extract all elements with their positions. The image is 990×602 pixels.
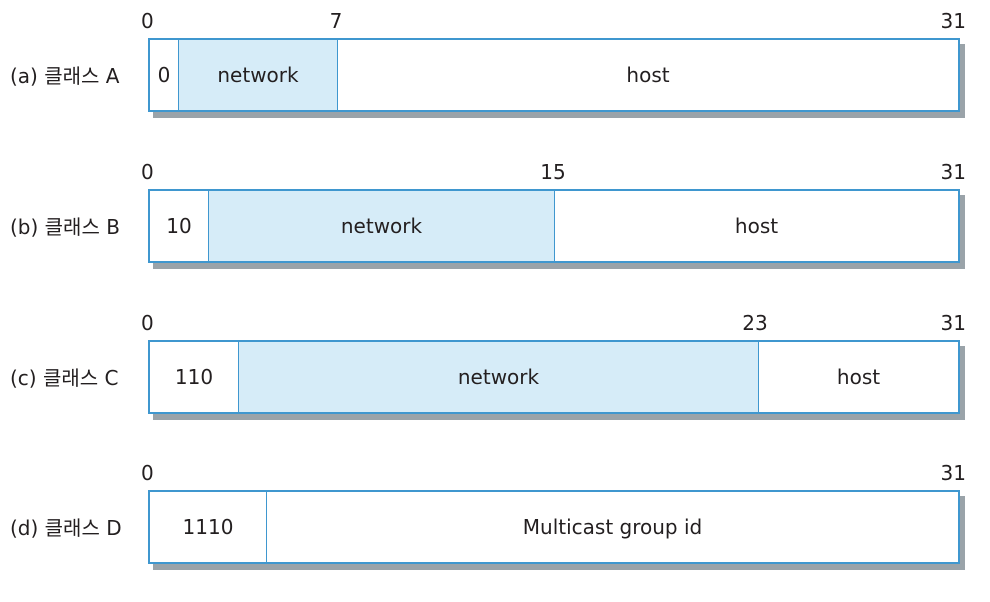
class-d-prefix-field: 1110 (182, 515, 234, 539)
class-b-network-field: network (208, 191, 554, 261)
bit-label-start: 0 (141, 9, 154, 33)
bit-label-network-end: 15 (540, 160, 566, 184)
class-d-label: (d) 클래스 D (10, 516, 122, 540)
class-b-row: 0 15 31 (b) 클래스 B 10 network host (0, 151, 990, 301)
bit-label-start: 0 (141, 160, 154, 184)
class-a-row: 0 7 31 (a) 클래스 A 0 network host (0, 0, 990, 150)
class-b-address-box: 10 network host (148, 189, 960, 263)
class-c-prefix-field: 110 (174, 365, 214, 389)
class-a-network-field: network (178, 40, 337, 110)
class-a-prefix-field: 0 (157, 63, 171, 87)
class-b-prefix-field: 10 (166, 214, 192, 238)
bit-label-end: 31 (940, 311, 966, 335)
class-b-label: (b) 클래스 B (10, 215, 120, 239)
class-c-host-field: host (758, 342, 958, 412)
bit-label-start: 0 (141, 311, 154, 335)
class-d-row: 0 31 (d) 클래스 D 1110 Multicast group id (0, 452, 990, 602)
bit-label-network-end: 7 (329, 9, 343, 33)
bit-label-network-end: 23 (742, 311, 768, 335)
class-a-host-field: host (337, 40, 958, 110)
class-c-row: 0 23 31 (c) 클래스 C 110 network host (0, 302, 990, 452)
class-a-label: (a) 클래스 A (10, 64, 120, 88)
bit-label-end: 31 (940, 9, 966, 33)
class-d-address-box: 1110 Multicast group id (148, 490, 960, 564)
class-c-network-field: network (238, 342, 758, 412)
class-c-label: (c) 클래스 C (10, 366, 119, 390)
bit-label-start: 0 (141, 461, 154, 485)
class-b-host-field: host (554, 191, 958, 261)
class-a-address-box: 0 network host (148, 38, 960, 112)
class-c-address-box: 110 network host (148, 340, 960, 414)
bit-label-end: 31 (940, 461, 966, 485)
bit-label-end: 31 (940, 160, 966, 184)
class-d-multicast-field: Multicast group id (266, 492, 958, 562)
